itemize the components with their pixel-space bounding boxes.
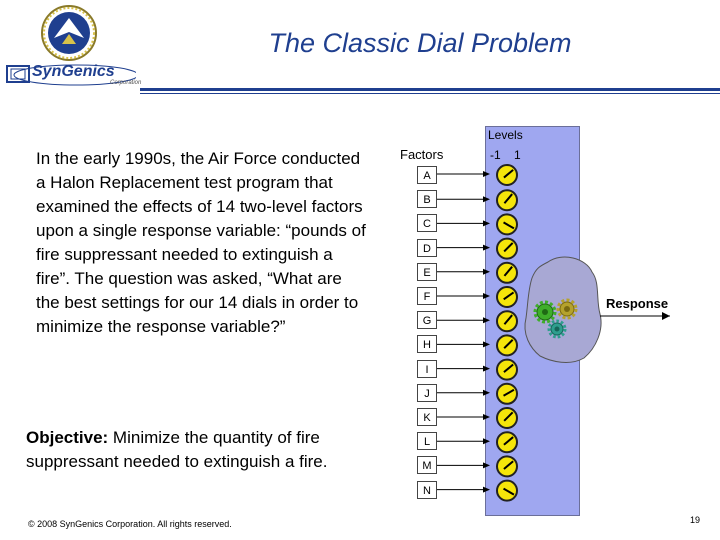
factor-box-c: C (417, 214, 437, 232)
factor-arrowhead-i (483, 366, 490, 372)
factor-arrowhead-j (483, 390, 490, 396)
dial-icon-n (497, 481, 517, 501)
factor-box-d: D (417, 239, 437, 257)
factor-box-e: E (417, 263, 437, 281)
response-label: Response (606, 296, 668, 311)
dial-icon-j (497, 384, 517, 404)
dial-icon-i (497, 360, 517, 380)
factor-box-k: K (417, 408, 437, 426)
factor-arrowhead-e (483, 269, 490, 275)
factor-box-h: H (417, 335, 437, 353)
factor-arrowhead-n (483, 487, 490, 493)
copyright-text: © 2008 SynGenics Corporation. All rights… (28, 519, 232, 529)
dial-icon-e (497, 263, 517, 283)
dial-icon-b (497, 190, 517, 210)
dial-icon-h (497, 335, 517, 355)
factor-arrowhead-f (483, 293, 490, 299)
dial-icon-d (497, 239, 517, 259)
dial-icon-g (497, 311, 517, 331)
factor-box-b: B (417, 190, 437, 208)
factor-arrowhead-d (483, 245, 490, 251)
factor-box-f: F (417, 287, 437, 305)
factor-box-a: A (417, 166, 437, 184)
factor-arrowhead-b (483, 196, 490, 202)
factor-arrowhead-c (483, 220, 490, 226)
factor-box-j: J (417, 384, 437, 402)
factor-arrowhead-h (483, 341, 490, 347)
dial-icon-l (497, 432, 517, 452)
factor-box-m: M (417, 456, 437, 474)
gear-green-icon (535, 302, 555, 322)
factor-arrowhead-l (483, 438, 490, 444)
factor-box-n: N (417, 481, 437, 499)
dial-icon-m (497, 456, 517, 476)
factor-arrowhead-m (483, 462, 490, 468)
factor-arrowhead-g (483, 317, 490, 323)
dial-icon-f (497, 287, 517, 307)
factors-header: Factors (400, 147, 443, 162)
page-number: 19 (690, 515, 700, 525)
factor-arrowhead-a (483, 171, 490, 177)
factor-box-i: I (417, 360, 437, 378)
dial-icon-c (497, 214, 517, 234)
level-low-label: -1 (490, 148, 501, 162)
level-high-label: 1 (514, 148, 521, 162)
factor-box-l: L (417, 432, 437, 450)
factor-box-g: G (417, 311, 437, 329)
dial-icon-k (497, 408, 517, 428)
factor-arrowhead-k (483, 414, 490, 420)
dial-icon-a (497, 165, 517, 185)
levels-header: Levels (488, 128, 523, 142)
